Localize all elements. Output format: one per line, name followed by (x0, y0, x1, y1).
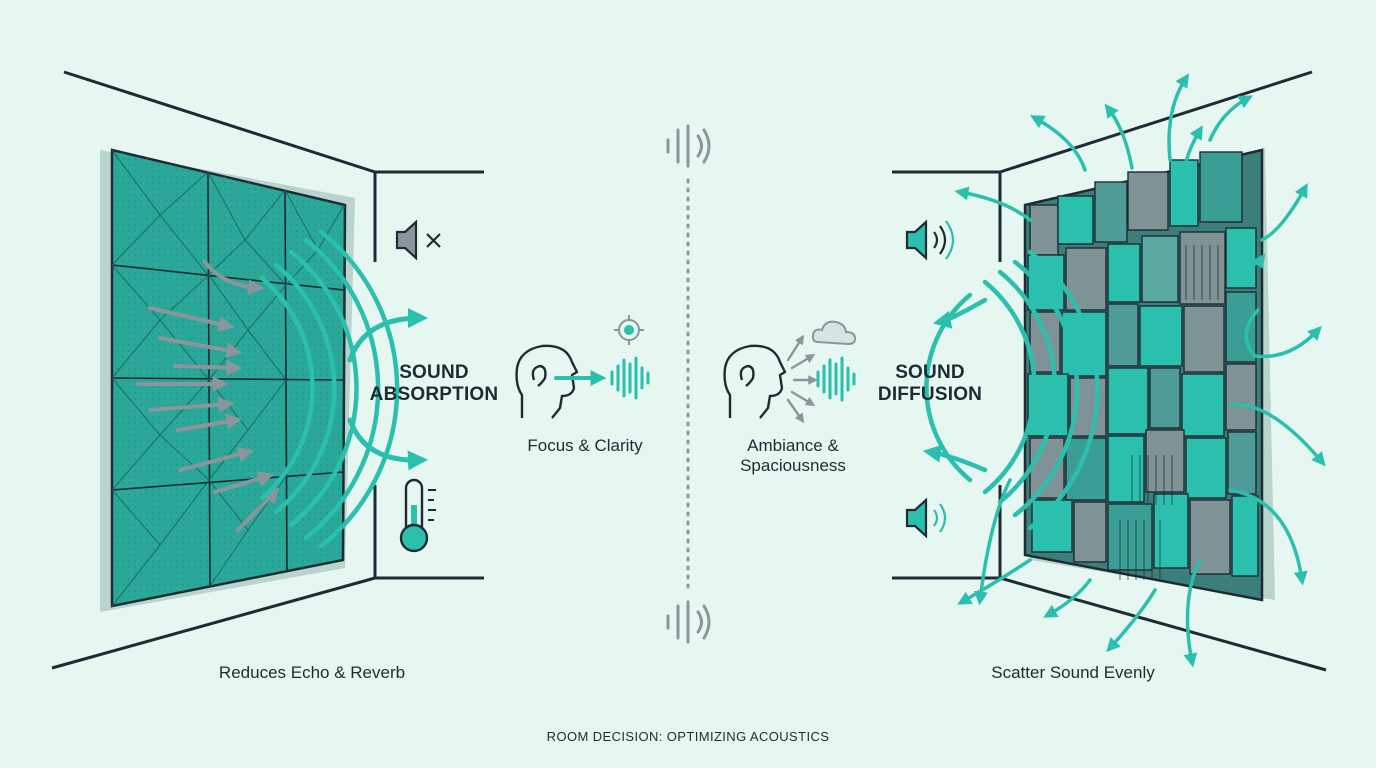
absorption-title-line2: ABSORPTION (369, 384, 499, 405)
diffusion-caption: Scatter Sound Evenly (991, 663, 1155, 682)
absorption-caption: Reduces Echo & Reverb (218, 663, 406, 682)
diffusion-title: SOUND DIFFUSION (868, 362, 992, 406)
absorption-panel (100, 148, 355, 612)
thermometer-icon (399, 478, 436, 553)
focus-clarity-label: Focus & Clarity (527, 436, 643, 455)
sound-wave-icon-right (816, 356, 856, 402)
left-room-lines (51, 70, 484, 670)
center-divider (666, 124, 711, 644)
sound-wave-icon (610, 356, 650, 400)
speaker-loud-icon-bottom (905, 497, 947, 539)
scatter-arrows-small (786, 334, 818, 424)
speaker-loud-icon (905, 219, 955, 261)
ear-head-icon-right (723, 344, 787, 419)
ear-head-icon (515, 344, 579, 419)
reflected-arrows (347, 308, 428, 471)
absorption-title: SOUND ABSORPTION (366, 362, 502, 406)
diffusion-blocks (1027, 151, 1259, 577)
incoming-sound-arrows (136, 260, 280, 532)
speaker-muted-icon (395, 219, 441, 261)
ambiance-label-line1: Ambiance & (747, 436, 839, 455)
diffusion-title-line1: SOUND (895, 362, 965, 383)
absorption-waves (259, 229, 400, 549)
target-icon (614, 315, 644, 345)
ambiance-label: Ambiance & Spaciousness (708, 436, 878, 476)
footer-title: ROOM DECISION: OPTIMIZING ACOUSTICS (546, 729, 830, 744)
diffusion-title-line2: DIFFUSION (877, 384, 983, 405)
scatter-arrows (954, 73, 1326, 668)
cloud-icon (811, 320, 857, 346)
diffusion-slats (1119, 245, 1219, 580)
absorption-title-line1: SOUND (399, 362, 469, 383)
diffusion-reflections (922, 297, 988, 473)
ambiance-label-line2: Spaciousness (740, 456, 846, 475)
